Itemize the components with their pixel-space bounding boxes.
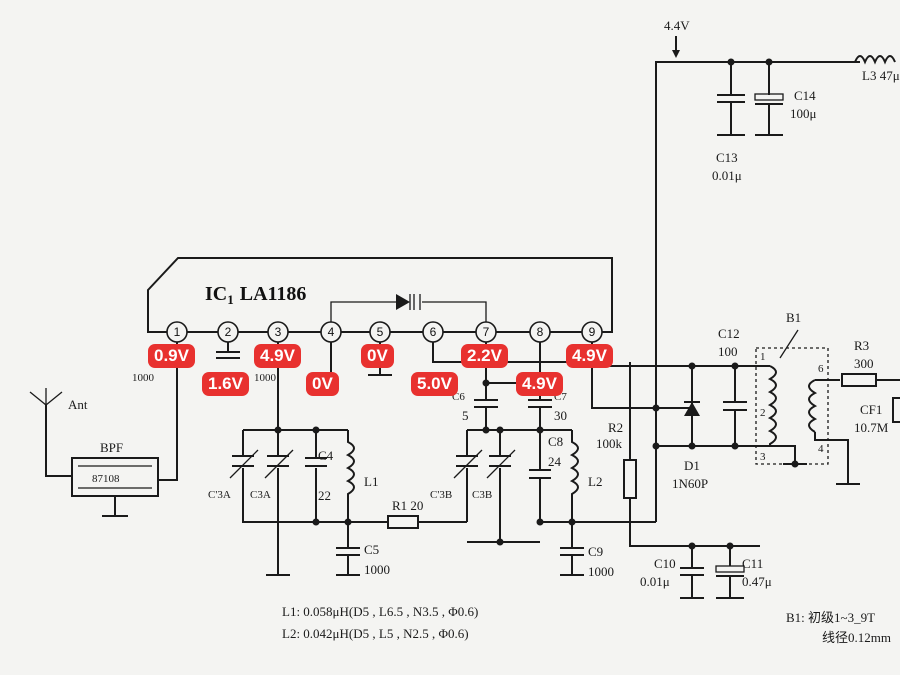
- c8-label: C8: [548, 434, 563, 449]
- voltage-badge-pin2: 1.6V: [202, 372, 249, 396]
- cf1-label: CF1: [860, 402, 882, 417]
- c4-value: 22: [318, 488, 331, 503]
- c9-value: 1000: [588, 564, 614, 579]
- l2-coil: [569, 430, 579, 522]
- c13-label: C13: [716, 150, 738, 165]
- voltage-badge-pin4: 0V: [306, 372, 339, 396]
- supply-label: 4.4V: [664, 18, 690, 33]
- c5-label: C5: [364, 542, 379, 557]
- b1-label: B1: [786, 310, 801, 325]
- ic-pin-number: 5: [377, 325, 384, 339]
- bpf-part: 87108: [92, 473, 120, 485]
- ic-pin-number: 4: [328, 325, 335, 339]
- ic-pin-number: 8: [537, 325, 544, 339]
- c10-value: 0.01μ: [640, 574, 670, 589]
- r2-label: R2: [608, 420, 623, 435]
- c4-label: C4: [318, 448, 334, 463]
- voltage-badge-pin3: 4.9V: [254, 344, 301, 368]
- d1-label: D1: [684, 458, 700, 473]
- ic-pin-number: 9: [589, 325, 596, 339]
- c3a-label: C'3A: [208, 489, 231, 501]
- note-b1-wire: 线径0.12mm: [822, 630, 891, 645]
- b1-term-2: 2: [760, 407, 766, 419]
- note-l2: L2: 0.042μH(D5 , L5 , N2.5 , Φ0.6): [282, 626, 469, 641]
- r2-resistor: [623, 459, 637, 499]
- antenna-symbol: [29, 388, 63, 406]
- ic-pin-number: 6: [430, 325, 437, 339]
- voltage-badge-pin8: 4.9V: [516, 372, 563, 396]
- r3-label: R3: [854, 338, 869, 353]
- c3a2-label: C3A: [250, 489, 271, 501]
- c12-value: 100: [718, 344, 738, 359]
- l3-coil: [854, 55, 896, 65]
- b1-term-4: 4: [818, 443, 824, 455]
- c10-label: C10: [654, 556, 676, 571]
- r1-label: R1 20: [392, 498, 423, 513]
- c7-value: 30: [554, 408, 567, 423]
- c11-value: 0.47μ: [742, 574, 772, 589]
- note-l1: L1: 0.058μH(D5 , L6.5 , N3.5 , Φ0.6): [282, 604, 478, 619]
- b1-term-3: 3: [760, 451, 766, 463]
- c5-value: 1000: [364, 562, 390, 577]
- c2-value: 1000: [254, 372, 277, 384]
- c3b2-label: C3B: [472, 489, 492, 501]
- c14-value: 100μ: [790, 106, 817, 121]
- voltage-badge-pin5: 0V: [361, 344, 394, 368]
- c1-value: 1000: [132, 372, 155, 384]
- ic-pin-number: 3: [275, 325, 282, 339]
- c8-value: 24: [548, 454, 562, 469]
- voltage-badge-pin9: 4.9V: [566, 344, 613, 368]
- r2-value: 100k: [596, 436, 623, 451]
- junction-dots: [274, 58, 799, 550]
- bpf-label: BPF: [100, 440, 123, 455]
- ic-outline: [147, 257, 613, 333]
- l2-label: L2: [588, 474, 602, 489]
- c3b-label: C'3B: [430, 489, 452, 501]
- l1-coil: [345, 430, 355, 522]
- ic-pin-number: 7: [483, 325, 490, 339]
- ic-pins: 1 2 3 4 5 6 7 8 9: [166, 321, 603, 343]
- b1-term-6: 6: [818, 363, 824, 375]
- r3-value: 300: [854, 356, 874, 371]
- c13-value: 0.01μ: [712, 168, 742, 183]
- r3-resistor: [841, 373, 877, 387]
- b1-term-1: 1: [760, 351, 766, 363]
- l1-label: L1: [364, 474, 378, 489]
- internal-diode-symbol: [396, 294, 410, 310]
- note-b1-primary: B1: 初级1~3_9T: [786, 610, 875, 625]
- c11-label: C11: [742, 556, 763, 571]
- c14-label: C14: [794, 88, 816, 103]
- c6-value: 5: [462, 408, 469, 423]
- cf1-value: 10.7M: [854, 420, 889, 435]
- voltage-badge-pin1: 0.9V: [148, 344, 195, 368]
- c9-label: C9: [588, 544, 603, 559]
- ic-pin-number: 2: [225, 325, 232, 339]
- ant-label: Ant: [68, 397, 88, 412]
- d1-diode: [684, 402, 700, 416]
- l3-label: L3 47μ: [862, 68, 900, 83]
- r1-resistor: [387, 515, 419, 529]
- voltage-badge-pin7: 2.2V: [461, 344, 508, 368]
- voltage-badge-pin6: 5.0V: [411, 372, 458, 396]
- d1-part: 1N60P: [672, 476, 708, 491]
- ic-pin-number: 1: [174, 325, 181, 339]
- c12-label: C12: [718, 326, 740, 341]
